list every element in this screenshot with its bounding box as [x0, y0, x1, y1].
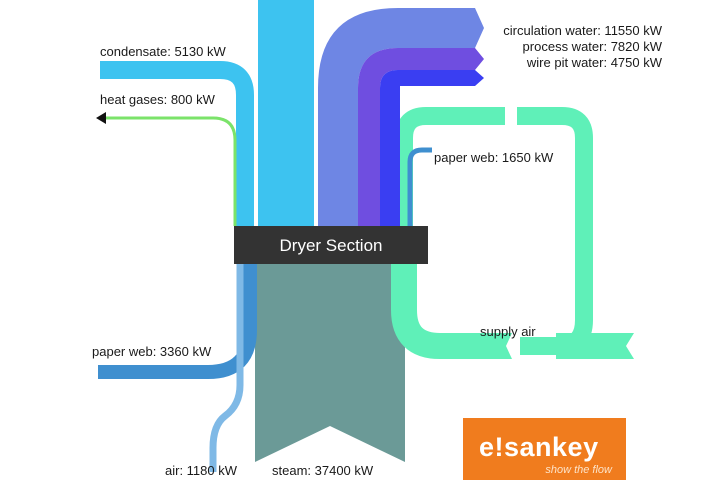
- heat-gases-arrowhead: [96, 112, 106, 124]
- condensate-label: condensate: 5130 kW: [100, 44, 226, 59]
- supply-air-flow-outer: [391, 262, 506, 359]
- supply-air-flow-notch: [498, 333, 512, 359]
- air-label: air: 1180 kW: [165, 463, 238, 478]
- logo-tagline: show the flow: [545, 464, 612, 476]
- heat-gases-label: heat gases: 800 kW: [100, 92, 216, 107]
- paper-web-in-label: paper web: 3360 kW: [92, 344, 212, 359]
- dryer-section-label: Dryer Section: [280, 236, 383, 255]
- supply-air-flow-tail: [556, 333, 634, 359]
- supply-air-flow: [395, 107, 505, 227]
- paper-web-out-label: paper web: 1650 kW: [434, 150, 554, 165]
- heat-gases-flow: [106, 116, 237, 226]
- process-water-flow: [358, 48, 484, 226]
- condensate-flow: [258, 0, 314, 226]
- air-flow: [209, 264, 244, 472]
- steam-label: steam: 37400 kW: [272, 463, 374, 478]
- circulation-water-label: circulation water: 11550 kW: [503, 23, 662, 38]
- logo-brand: e!sankey: [479, 432, 599, 462]
- circulation-water-flow: [318, 8, 484, 226]
- process-water-label: process water: 7820 kW: [523, 39, 663, 54]
- steam-flow: [255, 264, 405, 462]
- supply-air-label: supply air: [480, 324, 536, 339]
- dryer-section-box: [234, 226, 428, 264]
- condensate-branch-flow: [100, 61, 254, 226]
- wire-pit-water-label: wire pit water: 4750 kW: [526, 55, 663, 70]
- paper-web-out-flow: [407, 147, 432, 226]
- esankey-logo: e!sankey show the flow: [463, 418, 626, 480]
- wire-pit-water-flow: [380, 70, 484, 226]
